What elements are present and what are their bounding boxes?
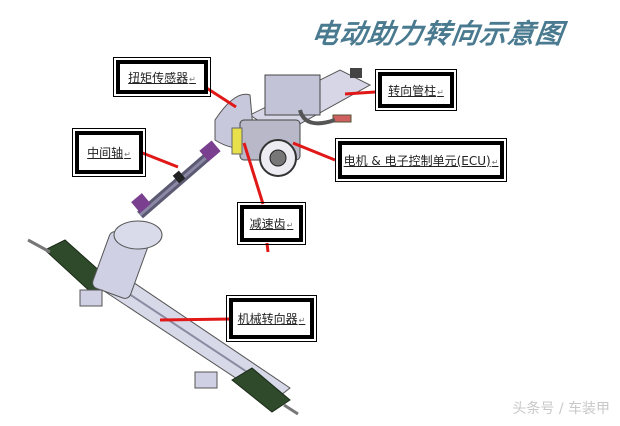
label-motor-ecu-text: 电机 & 电子控制单元(ECU) (344, 152, 499, 169)
label-torque-sensor-text: 扭矩传感器 (128, 69, 196, 86)
column-motor-assembly (214, 68, 372, 177)
label-reduction-gear: 减速齿 (237, 202, 306, 245)
label-torque-sensor: 扭矩传感器 (113, 57, 211, 97)
label-steering-column-text: 转向管柱 (388, 82, 444, 99)
label-intermediate-shaft: 中间轴 (72, 128, 146, 177)
label-mechanical-steering-gear-text: 机械转向器 (238, 310, 306, 327)
label-intermediate-shaft-text: 中间轴 (87, 144, 131, 161)
label-mechanical-steering-gear: 机械转向器 (226, 295, 317, 342)
watermark: 头条号 / 车装甲 (512, 401, 610, 417)
label-reduction-gear-text: 减速齿 (250, 215, 294, 232)
label-steering-column: 转向管柱 (375, 69, 457, 111)
callout-arrows (139, 85, 376, 322)
intermediate-shaft (131, 140, 221, 219)
steering-rack (27, 220, 299, 416)
label-motor-ecu: 电机 & 电子控制单元(ECU) (335, 138, 507, 182)
